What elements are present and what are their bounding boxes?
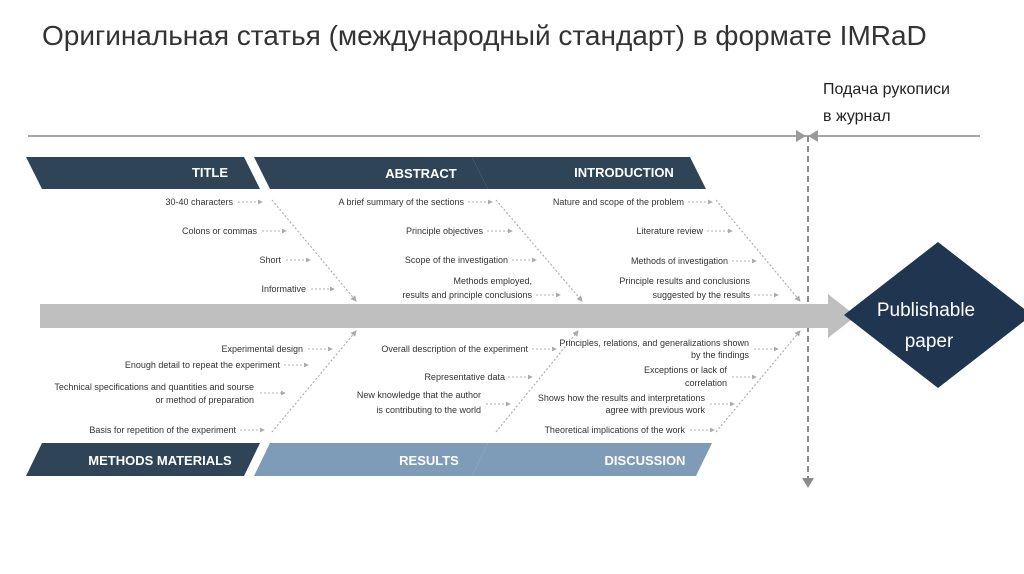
band-results-label: RESULTS [399,453,459,468]
band-introduction-label: INTRODUCTION [574,165,674,180]
results-item: is contributing to the world [376,405,481,415]
intro-item: Nature and scope of the problem [553,197,684,207]
methods-item: or method of preparation [155,395,254,405]
discussion-item: correlation [685,378,727,388]
methods-item: Basis for repetition of the experiment [89,425,236,435]
results-item: Representative data [424,372,505,382]
band-results [254,443,488,476]
title-item: 30-40 characters [165,197,233,207]
title-item: Colons or commas [182,226,258,236]
rib-results [495,330,579,433]
title-item: Short [259,255,281,265]
methods-item: Enough detail to repeat the experiment [125,360,281,370]
abstract-item: Principle objectives [406,226,484,236]
band-abstract [254,157,488,189]
intro-item: Literature review [636,226,703,236]
band-title [26,157,260,189]
rib-introduction [715,199,801,302]
timeline-marker-left [796,130,806,142]
spine-arrow [40,294,856,338]
rib-title [271,199,357,302]
discussion-item: Theoretical implications of the work [544,425,685,435]
results-item: Overall description of the experiment [381,344,528,354]
intro-item: suggested by the results [652,290,750,300]
page-title: Оригинальная статья (международный станд… [42,20,927,51]
timeline-marker-right [808,130,818,142]
methods-item: Experimental design [221,344,303,354]
abstract-item: Scope of the investigation [405,255,508,265]
band-methods [26,443,260,476]
rib-discussion [715,330,801,433]
band-abstract-label: ABSTRACT [385,166,457,181]
band-discussion-label: DISCUSSION [605,453,686,468]
submission-line-2: в журнал [823,108,891,125]
band-methods-label: METHODS MATERIALS [88,453,232,468]
discussion-item: by the findings [691,350,750,360]
rib-methods [271,330,357,433]
submission-dashed-arrow [802,478,814,488]
discussion-item: Shows how the results and interpretation… [538,393,706,403]
band-introduction [472,157,706,189]
result-line-1: Publishable [877,300,975,321]
submission-line-1: Подача рукописи [823,81,950,98]
abstract-item: Methods employed, [453,276,532,286]
band-title-label: TITLE [192,165,228,180]
result-line-2: paper [905,331,954,352]
band-discussion [472,443,712,476]
discussion-item: agree with previous work [605,405,705,415]
intro-item: Principle results and conclusions [619,276,750,286]
abstract-item: A brief summary of the sections [338,197,464,207]
discussion-item: Principles, relations, and generalizatio… [559,338,749,348]
submission-label: Подача рукописи в журнал [823,76,950,130]
title-item: Informative [261,284,306,294]
methods-item: Technical specifications and quantities … [54,382,254,392]
results-item: New knowledge that the author [357,390,481,400]
publishable-paper-diamond [844,242,1024,388]
intro-item: Methods of investigation [631,256,728,266]
abstract-item: results and principle conclusions [402,290,532,300]
discussion-item: Exceptions or lack of [644,365,728,375]
